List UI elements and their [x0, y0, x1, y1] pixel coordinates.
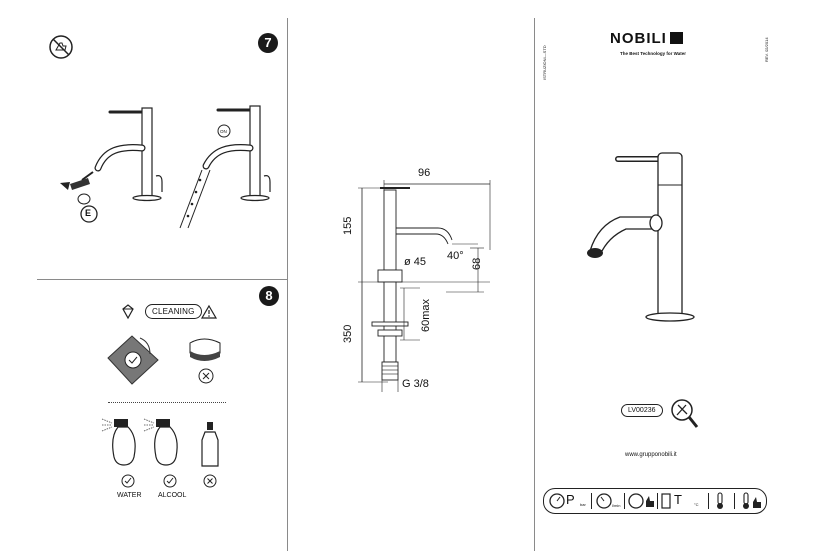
dim-thread-label: G 3/8: [402, 378, 429, 390]
pressure-gauge-icon: [549, 493, 565, 509]
faucet-product-illustration: [587, 152, 695, 322]
flow-gauge-icon: [596, 493, 612, 509]
detergent-bottle-icon: [201, 422, 219, 467]
side-code-right: REV. 02/2014: [764, 37, 769, 62]
faucet-water-flow-illustration: [179, 105, 271, 229]
thermometer-thumb-icon: [743, 492, 761, 509]
magnifier-tool-icon: [671, 399, 699, 428]
spray-bottle-alcool-icon: [143, 418, 178, 466]
step-8-badge: 8: [259, 286, 279, 306]
side-code-left: ISTRUZIONI—STD: [542, 45, 547, 80]
horizontal-divider: [37, 279, 287, 280]
cleaning-pill: CLEANING: [145, 304, 202, 319]
iconbar-separator: [591, 493, 592, 509]
gauge-thumb-icon: [628, 493, 654, 509]
detergent-cross-icon: [203, 474, 217, 488]
vertical-divider-right: [534, 18, 535, 551]
faucet-aerator-removal-illustration: [60, 107, 163, 205]
dim-diameter-label: ø 45: [404, 256, 427, 268]
pressure-label: P: [566, 492, 575, 507]
dim-angle-label: 40°: [447, 250, 464, 262]
warning-icon: [200, 304, 218, 319]
sponge-cross-icon: [198, 368, 214, 384]
dotted-separator: [108, 402, 226, 403]
sponge-icon: [189, 338, 221, 361]
dim-upper-height-label: 155: [342, 216, 354, 235]
brand-name: NOBILI: [610, 30, 667, 47]
dim-spout-height-label: 68: [471, 257, 483, 270]
iconbar-separator: [708, 493, 709, 509]
temp-unit: °C: [694, 502, 699, 507]
alcool-label: ALCOOL: [158, 492, 187, 499]
diamond-icon: [122, 304, 134, 320]
on-circle: [217, 124, 231, 138]
alcool-check-icon: [163, 474, 177, 488]
part-e-circle: [80, 205, 98, 223]
brand-mark-icon: [669, 32, 683, 44]
panel-product: ISTRUZIONI—STD REV. 02/2014 NOBILI The B…: [535, 0, 836, 551]
technical-drawing: [358, 180, 491, 392]
flow-unit: l/min: [612, 503, 621, 508]
iconbar-separator: [624, 493, 625, 509]
brand-logo: NOBILI: [610, 30, 683, 47]
panel-instructions: 7 E ON 8 CLEANING: [0, 0, 287, 551]
iconbar-separator: [657, 493, 658, 509]
iconbar-separator: [734, 493, 735, 509]
step-7-badge: 7: [258, 33, 278, 53]
water-label: WATER: [117, 492, 142, 499]
vertical-divider-left: [287, 18, 288, 551]
dim-lower-height-label: 350: [342, 324, 354, 343]
device-icon: [661, 493, 671, 509]
website-url: www.grupponobili.it: [625, 452, 677, 458]
spray-bottle-water-icon: [101, 418, 136, 466]
dim-max-label: 60max: [420, 298, 432, 332]
brand-tagline: The Best Technology for Water: [620, 51, 687, 56]
part-e-label: E: [85, 208, 92, 218]
panel-dimensions: 96 155 350 ø 45 40° 68 60max G 3/8: [288, 0, 534, 551]
temp-label: T: [674, 492, 682, 507]
water-check-icon: [121, 474, 135, 488]
spec-icon-bar: P bar l/min T °C: [543, 488, 767, 514]
thermometer-icon: [717, 492, 723, 509]
pressure-unit: bar: [580, 502, 586, 507]
no-tool-icon: [49, 35, 73, 59]
cloth-icon: [107, 335, 159, 385]
dim-width-label: 96: [418, 167, 431, 179]
product-code-pill: LV00236: [621, 404, 663, 417]
on-label: ON: [220, 129, 227, 134]
